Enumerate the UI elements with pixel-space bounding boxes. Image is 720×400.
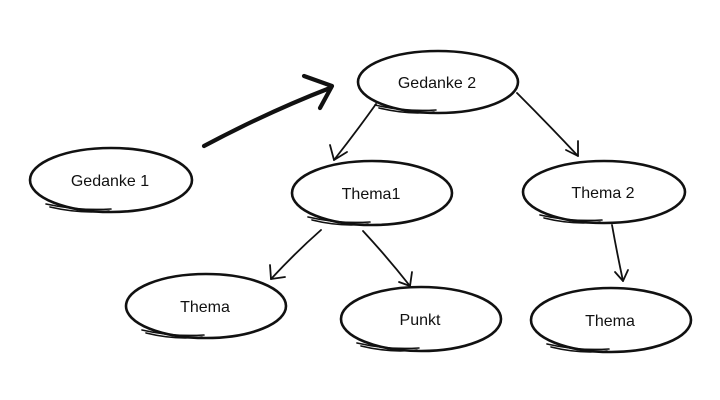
node-punkt: Punkt	[339, 285, 503, 353]
node-thema-right-label: Thema	[585, 313, 635, 330]
edge-gedanke-2-to-thema-1	[329, 103, 377, 161]
edge-thema-2-to-thema-right	[611, 224, 629, 282]
node-thema-left: Thema	[124, 272, 288, 340]
edge-thema-1-to-thema-left	[269, 229, 322, 280]
node-gedanke-1: Gedanke 1	[28, 146, 194, 214]
node-thema-right: Thema	[529, 286, 693, 354]
node-thema-2-label: Thema 2	[571, 185, 634, 202]
edge-thema-1-to-punkt	[362, 230, 413, 287]
node-thema-2: Thema 2	[521, 159, 687, 225]
node-gedanke-1-label: Gedanke 1	[71, 173, 149, 190]
node-thema-1-label: Thema1	[342, 186, 401, 203]
edge-gedanke-1-to-gedanke-2	[201, 73, 335, 149]
node-thema-1: Thema1	[290, 159, 454, 227]
node-thema-left-label: Thema	[180, 299, 230, 316]
node-gedanke-2-label: Gedanke 2	[398, 75, 476, 92]
edge-gedanke-2-to-thema-2	[516, 92, 579, 157]
node-punkt-label: Punkt	[400, 312, 441, 329]
node-gedanke-2: Gedanke 2	[356, 49, 520, 115]
